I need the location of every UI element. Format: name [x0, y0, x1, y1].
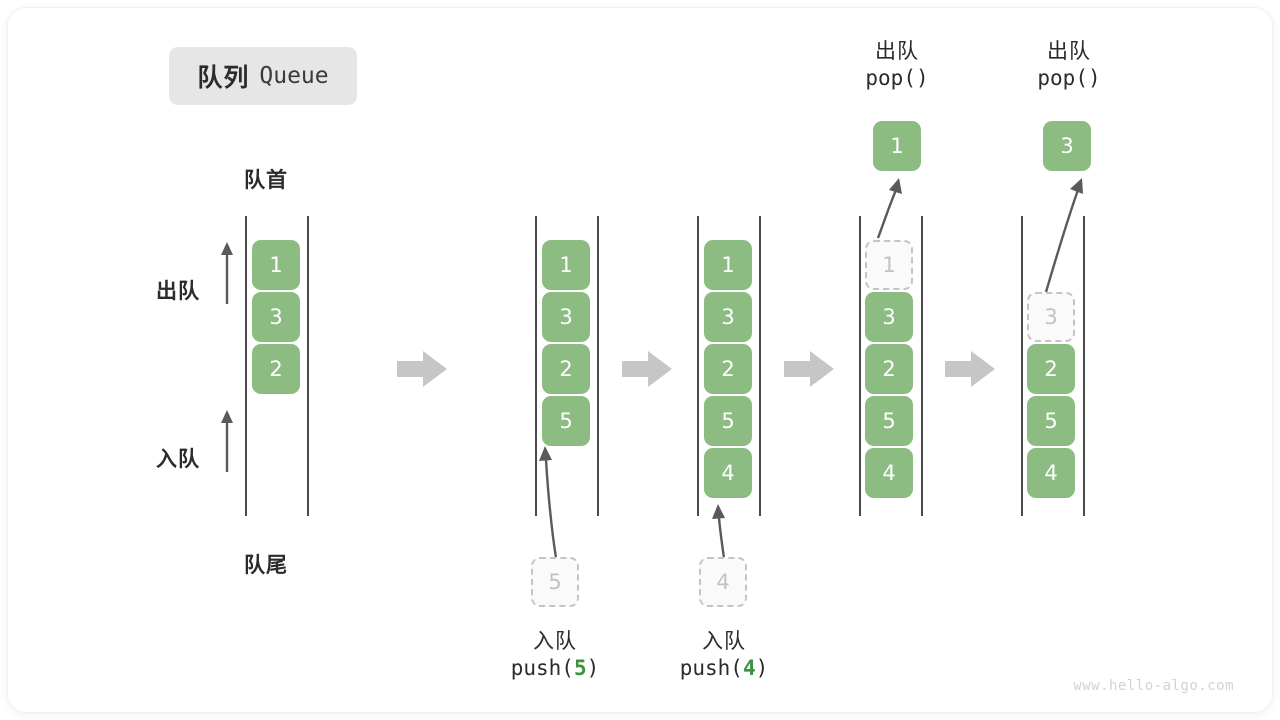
pop-caption-cn: 出队 — [875, 39, 919, 63]
push-caption-code: push(5) — [510, 656, 600, 681]
queue-item: 1 — [252, 240, 300, 290]
title-en: Queue — [259, 63, 329, 89]
rail-left-col4 — [859, 216, 861, 516]
push-5-caption: 入队 push(5) — [454, 628, 656, 683]
rail-left-col1 — [245, 216, 247, 516]
pop-caption-cn: 出队 — [1047, 39, 1091, 63]
push-arrow-icon — [712, 504, 726, 559]
rail-right-col3 — [759, 216, 761, 516]
popped-item: 1 — [873, 121, 921, 171]
queue-item: 4 — [704, 448, 752, 498]
queue-item: 4 — [1027, 448, 1075, 498]
push-4-caption: 入队 push(4) — [624, 628, 824, 683]
pop-3-caption: 出队 pop() — [1008, 38, 1130, 93]
enqueue-side-label: 入队 — [156, 447, 200, 471]
dequeue-arrow-icon — [221, 242, 233, 304]
rail-right-col2 — [597, 216, 599, 516]
step-arrow-icon — [397, 351, 447, 387]
rail-right-col4 — [921, 216, 923, 516]
pop-caption-code: pop() — [865, 66, 929, 91]
queue-item: 3 — [542, 292, 590, 342]
queue-item: 1 — [704, 240, 752, 290]
queue-item: 2 — [865, 344, 913, 394]
push-caption-code: push(4) — [679, 656, 769, 681]
pop-caption-code: pop() — [1037, 66, 1101, 91]
queue-item: 5 — [865, 396, 913, 446]
pop-arrow-icon — [876, 178, 902, 239]
queue-item: 3 — [865, 292, 913, 342]
queue-item: 3 — [252, 292, 300, 342]
dequeue-side-label: 出队 — [156, 279, 200, 303]
queue-item: 1 — [542, 240, 590, 290]
step-arrow-icon — [622, 351, 672, 387]
queue-item: 2 — [704, 344, 752, 394]
rail-right-col5 — [1083, 216, 1085, 516]
diagram-canvas: 队列 Queue 队首 1 3 2 出队 入队 队尾 1 3 2 5 5 入队 … — [8, 8, 1272, 712]
queue-item: 3 — [704, 292, 752, 342]
step-arrow-icon — [945, 351, 995, 387]
queue-item: 5 — [1027, 396, 1075, 446]
rail-left-col5 — [1021, 216, 1023, 516]
push-caption-cn: 入队 — [702, 629, 746, 653]
rail-right-col1 — [307, 216, 309, 516]
rail-left-col2 — [535, 216, 537, 516]
queue-item: 2 — [542, 344, 590, 394]
queue-item: 5 — [542, 396, 590, 446]
push-arrow-icon — [539, 446, 558, 559]
queue-item: 2 — [252, 344, 300, 394]
watermark: www.hello-algo.com — [1073, 678, 1234, 694]
enqueue-arrow-icon — [221, 410, 233, 472]
queue-item-ghost: 1 — [865, 240, 913, 290]
queue-item-ghost: 3 — [1027, 292, 1075, 342]
incoming-ghost-item: 4 — [699, 557, 747, 607]
pop-1-caption: 出队 pop() — [836, 38, 958, 93]
title-cn: 队列 — [197, 63, 250, 92]
step-arrow-icon — [784, 351, 834, 387]
incoming-ghost-item: 5 — [531, 557, 579, 607]
front-label: 队首 — [244, 168, 288, 192]
pop-arrow-icon — [1044, 178, 1083, 293]
queue-item: 4 — [865, 448, 913, 498]
queue-item: 2 — [1027, 344, 1075, 394]
push-caption-cn: 入队 — [533, 629, 577, 653]
popped-item: 3 — [1043, 121, 1091, 171]
rail-left-col3 — [697, 216, 699, 516]
queue-item: 5 — [704, 396, 752, 446]
rear-label: 队尾 — [244, 553, 288, 577]
diagram-title-badge: 队列 Queue — [169, 47, 357, 105]
